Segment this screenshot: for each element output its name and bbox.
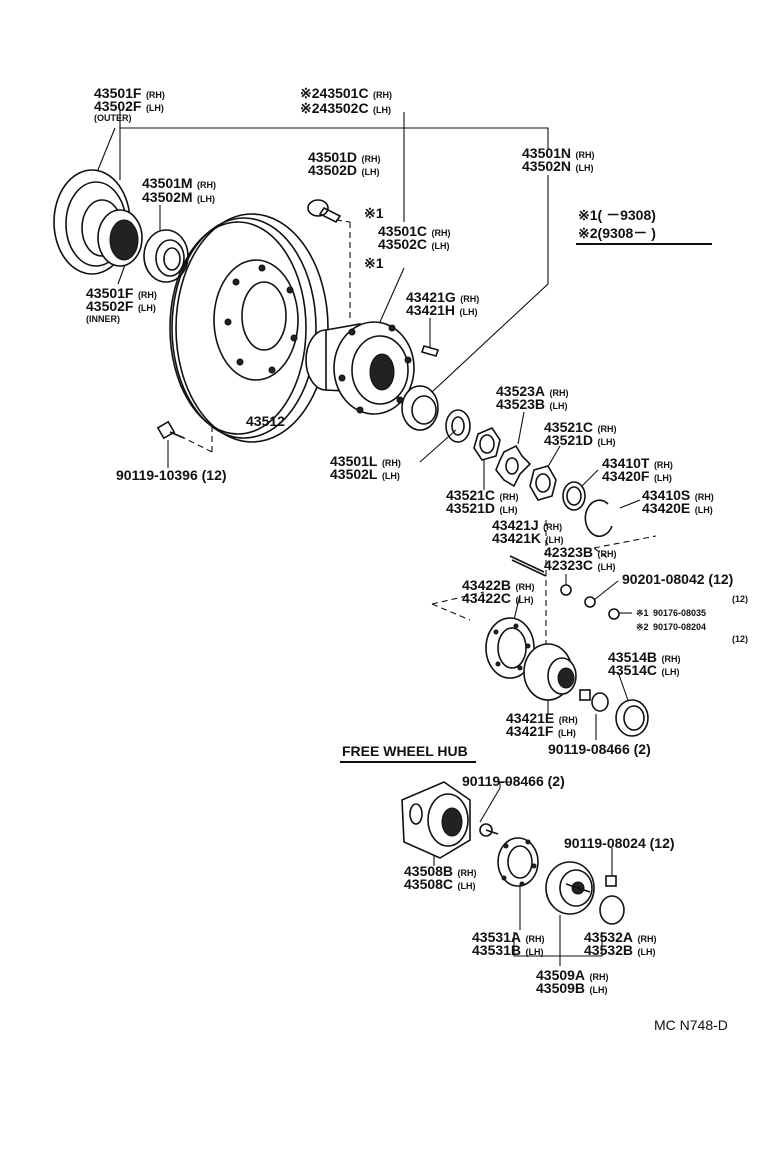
thrust-ring [562,481,586,511]
label-43421g-rh: 43421G (RH) [406,289,479,306]
legend: ※1( －9308) ※2(9308－ ) [576,207,712,245]
snap-ring [584,499,613,537]
label-43421e-rh: 43421E (RH) [506,710,578,727]
label-43421h-lh: 43421H (LH) [406,302,478,319]
label-90119-10396: 90119-10396 (12) [116,467,227,483]
label-42323b-rh: 42323B (RH) [544,544,617,561]
rotor-bolt [156,420,185,440]
label-43420e-lh: 43420E (LH) [642,500,713,517]
drive-flange [523,643,577,701]
label-43410t-rh: 43410T (RH) [602,455,673,472]
flange-bolt [579,689,609,712]
legend-row-2: ※2(9308－ ) [578,225,656,241]
cover-cap [599,895,625,925]
label-43509a-rh: 43509A (RH) [536,967,609,984]
section-title-free-wheel-hub: FREE WHEEL HUB [342,743,468,759]
free-wheel-hub-body [401,781,471,859]
hub-stud-upper [307,199,342,224]
label-43502m-lh: 43502M (LH) [142,189,215,206]
label-90201-08042: 90201-08042 (12) [622,571,733,587]
label-90176-08035: ※1 90176-08035 [636,603,706,620]
hub-cover [545,861,595,915]
inner-oil-seal-ring [445,409,471,443]
stud-bolt [509,555,547,577]
label-43514c-lh: 43514C (LH) [608,662,680,679]
label-90201-qty: (12) [732,594,748,604]
lock-washer [495,444,532,488]
label-43501m-rh: 43501M (RH) [142,175,216,192]
label-43521c-right-rh: 43521C (RH) [544,419,617,436]
drawing-code: MC N748-D [654,1017,728,1033]
label-43531a-rh: 43531A (RH) [472,929,545,946]
free-wheel-bolt [479,823,499,837]
label-43502l-lh: 43502L (LH) [330,466,400,483]
label-43410s-rh: 43410S (RH) [642,487,714,504]
label-43531b-lh: 43531B (LH) [472,942,544,959]
label-43521d-left-lh: 43521D (LH) [446,500,518,517]
label-43502f-outer-lh: 43502F (LH) [94,98,164,115]
label-43421j-rh: 43421J (RH) [492,517,562,534]
label-43532a-rh: 43532A (RH) [584,929,657,946]
adjusting-nut [529,465,557,501]
hub-gasket [497,837,539,887]
lock-nut [473,427,501,461]
label-43422b-rh: 43422B (RH) [462,577,535,594]
label-43502c-top-lh: ※243502C (LH) [300,100,391,117]
label-43521d-right-lh: 43521D (LH) [544,432,616,449]
label-43501l-rh: 43501L (RH) [330,453,401,470]
nuts-small [560,584,620,620]
label-43512: 43512 [246,413,285,429]
label-43501f-inner-rh: 43501F (RH) [86,285,157,302]
label-43508b-rh: 43508B (RH) [404,863,477,880]
label-43501c-top-rh: ※243501C (RH) [300,85,392,102]
label-43523b-lh: 43523B (LH) [496,396,568,413]
label-90170-qty: (12) [732,634,748,644]
label-90119-08466-upper: 90119-08466 (2) [548,741,651,757]
grease-cap [615,699,649,737]
label-43420f-lh: 43420F (LH) [602,468,672,485]
inner-bearing [401,385,439,431]
label-43502f-inner-lh: 43502F (LH) [86,298,156,315]
label-mark1-lower: ※1 [364,255,384,271]
label-43509b-lh: 43509B (LH) [536,980,608,997]
label-inner: (INNER) [86,314,120,324]
label-42323c-lh: 42323C (LH) [544,557,616,574]
label-43501d-rh: 43501D (RH) [308,149,381,166]
label-90170-08204: ※2 90170-08204 [636,617,706,634]
label-43502n-lh: 43502N (LH) [522,158,594,175]
label-43501c-mid-rh: 43501C (RH) [378,223,451,240]
part-labels: 43501F (RH) 43502F (LH) (OUTER) ※243501C… [86,85,748,1033]
label-outer: (OUTER) [94,113,132,123]
label-43501f-outer-rh: 43501F (RH) [94,85,165,102]
label-43514b-rh: 43514B (RH) [608,649,681,666]
label-43501n-rh: 43501N (RH) [522,145,595,162]
cover-bolt [605,875,617,887]
label-43422c-lh: 43422C (LH) [462,590,534,607]
label-90119-08024: 90119-08024 (12) [564,835,675,851]
label-43532b-lh: 43532B (LH) [584,942,656,959]
dashed-centerlines [179,219,657,646]
disc-rotor [169,213,329,443]
front-axle-hub [305,321,415,415]
flange-gasket [485,617,535,679]
label-43521c-left-rh: 43521C (RH) [446,487,519,504]
label-43523a-rh: 43523A (RH) [496,383,569,400]
label-90119-08466-lower: 90119-08466 (2) [462,773,565,789]
label-mark1-upper: ※1 [364,205,384,221]
label-43421f-lh: 43421F (LH) [506,723,576,740]
label-43502d-lh: 43502D (LH) [308,162,380,179]
hub-bolt [420,345,440,357]
label-43421k-lh: 43421K (LH) [492,530,564,547]
legend-row-1: ※1( －9308) [578,207,656,223]
label-43508c-lh: 43508C (LH) [404,876,476,893]
outer-oil-seal [53,169,143,275]
label-43502c-mid-lh: 43502C (LH) [378,236,450,253]
